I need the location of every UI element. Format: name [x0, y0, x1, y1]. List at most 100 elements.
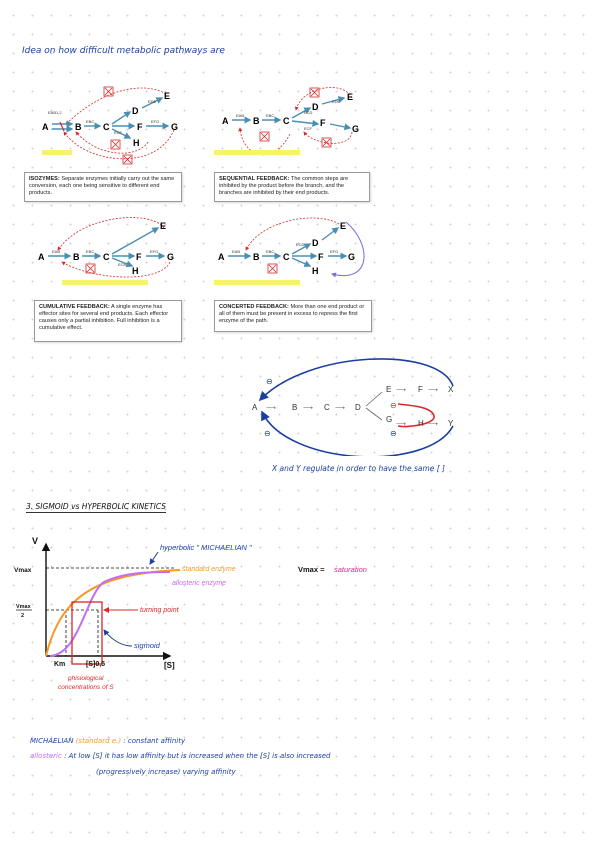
svg-text:⟶: ⟶ — [428, 421, 438, 428]
inhibit-x-icon — [110, 139, 121, 150]
svg-text:X: X — [448, 385, 454, 394]
svg-text:H: H — [133, 138, 140, 148]
svg-text:B: B — [75, 122, 82, 132]
svg-text:B: B — [292, 403, 297, 412]
svg-text:ECD: ECD — [296, 242, 305, 247]
svg-text:Vmax: Vmax — [16, 604, 32, 610]
svg-text:EDE: EDE — [332, 99, 341, 104]
svg-text:ECH: ECH — [118, 262, 127, 267]
sequential-caption: SEQUENTIAL FEEDBACK: The common steps ar… — [214, 172, 370, 202]
sketch-caption: X and Y regulate in order to have the sa… — [272, 464, 445, 473]
isozymes-diagram: A B C D E F G H EAB1,2 EBC ECF EDE EFG — [42, 86, 178, 165]
note-line-3: (progressively increase) varying affinit… — [96, 768, 236, 776]
svg-text:D: D — [355, 403, 361, 412]
svg-text:H: H — [132, 266, 139, 276]
isozymes-caption: ISOZYMES: Separate enzymes initially car… — [24, 172, 182, 202]
svg-text:[S]: [S] — [164, 661, 175, 670]
section-heading: 3. SIGMOID vs HYPERBOLIC KINETICS — [26, 502, 166, 513]
svg-text:E: E — [347, 92, 353, 102]
concerted-caption: CONCERTED FEEDBACK: More than one end pr… — [214, 300, 372, 332]
saturation-label: saturation — [334, 565, 367, 574]
svg-text:D: D — [312, 102, 319, 112]
svg-text:EAB: EAB — [236, 113, 244, 118]
note-line-1: MICHAELIAN (standard e.) : constant affi… — [30, 737, 186, 745]
svg-text:E: E — [386, 385, 391, 394]
svg-text:Y: Y — [448, 419, 454, 428]
svg-text:EAB: EAB — [52, 249, 60, 254]
svg-text:2: 2 — [21, 613, 24, 619]
svg-text:phisiological: phisiological — [67, 675, 104, 682]
svg-text:F: F — [136, 252, 142, 262]
svg-text:F: F — [320, 118, 326, 128]
svg-text:⟶: ⟶ — [428, 387, 438, 394]
inhibit-x-icon — [122, 154, 133, 165]
svg-text:D: D — [132, 106, 139, 116]
turning-label: turning point — [140, 607, 180, 614]
svg-text:B: B — [253, 252, 260, 262]
svg-text:EFG: EFG — [330, 249, 338, 254]
inhibit-x-icon — [309, 87, 320, 98]
svg-text:G: G — [386, 415, 392, 424]
vmax-eq: Vmax = — [298, 565, 325, 574]
svg-text:EAB: EAB — [232, 249, 240, 254]
svg-text:E: E — [340, 221, 346, 231]
minus-sign-icon: ⊖ — [264, 429, 271, 438]
note-line-2: allosteric : At low [S] it has low affin… — [30, 752, 331, 760]
svg-text:A: A — [222, 116, 229, 126]
svg-text:H: H — [312, 266, 319, 276]
svg-text:EBC: EBC — [86, 249, 94, 254]
minus-sign-icon: ⊖ — [390, 401, 397, 410]
svg-text:⟶: ⟶ — [266, 405, 276, 412]
svg-text:C: C — [283, 116, 290, 126]
svg-text:G: G — [348, 252, 355, 262]
svg-text:⟶: ⟶ — [396, 387, 406, 394]
svg-text:concentrations of S: concentrations of S — [58, 684, 114, 691]
svg-text:V: V — [32, 536, 38, 546]
svg-text:EFG: EFG — [150, 249, 158, 254]
hyperbolic-label: hyperbolic " MICHAELIAN " — [160, 543, 252, 552]
svg-text:A: A — [252, 403, 258, 412]
sequential-diagram: A B C D E F G EAB EBC ECD EDE ECF — [214, 87, 359, 156]
svg-text:F: F — [137, 122, 143, 132]
node-a: A — [42, 122, 49, 132]
svg-text:E: E — [164, 91, 170, 101]
svg-text:H: H — [418, 419, 424, 428]
cumulative-diagram: A B C E F G H EAB EBC ECH EFG — [38, 217, 174, 285]
inhibit-x-icon — [103, 86, 114, 97]
svg-text:EAB1,2: EAB1,2 — [48, 110, 62, 115]
svg-text:EBC: EBC — [86, 119, 94, 124]
inhibit-x-icon — [267, 263, 278, 274]
svg-text:F: F — [318, 252, 324, 262]
svg-text:EBC: EBC — [266, 249, 274, 254]
svg-text:G: G — [167, 252, 174, 262]
allosteric-label: allosteric enzyme — [172, 580, 226, 587]
svg-text:F: F — [418, 385, 423, 394]
svg-text:⟶: ⟶ — [303, 405, 313, 412]
svg-text:D: D — [312, 238, 319, 248]
svg-text:C: C — [103, 122, 110, 132]
svg-text:A: A — [218, 252, 225, 262]
svg-text:A: A — [38, 252, 45, 262]
regulation-sketch: A ⟶ B ⟶ C ⟶ D E ⟶ F ⟶ X G ⟶ H ⟶ Y ⊖ ⊖ ⊖ … — [252, 358, 454, 456]
inhibit-x-icon — [321, 137, 332, 148]
svg-text:EBC: EBC — [266, 113, 274, 118]
svg-text:[S]0,5: [S]0,5 — [86, 661, 105, 668]
top-heading: Idea on how difficult metabolic pathways… — [22, 46, 225, 56]
svg-text:EDE: EDE — [148, 99, 157, 104]
svg-text:ECF: ECF — [304, 126, 313, 131]
svg-text:G: G — [171, 122, 178, 132]
svg-text:Vmax: Vmax — [14, 567, 32, 574]
svg-text:C: C — [283, 252, 290, 262]
concerted-diagram: A B C D E F G H EAB EBC ECD EFG — [214, 217, 365, 285]
minus-sign-icon: ⊖ — [266, 377, 273, 386]
cumulative-caption: CUMULATIVE FEEDBACK: A single enzyme has… — [34, 300, 182, 342]
svg-text:⟶: ⟶ — [335, 405, 345, 412]
inhibit-x-icon — [259, 131, 270, 142]
svg-text:ECF: ECF — [114, 130, 123, 135]
svg-text:B: B — [253, 116, 260, 126]
inhibit-x-icon — [85, 263, 96, 274]
kinetics-graph: V Vmax Vmax 2 Km [S]0,5 [S] hyperbolic "… — [14, 536, 367, 691]
minus-sign-icon: ⊖ — [390, 429, 397, 438]
svg-text:Km: Km — [54, 661, 65, 668]
svg-text:ECD: ECD — [304, 110, 313, 115]
